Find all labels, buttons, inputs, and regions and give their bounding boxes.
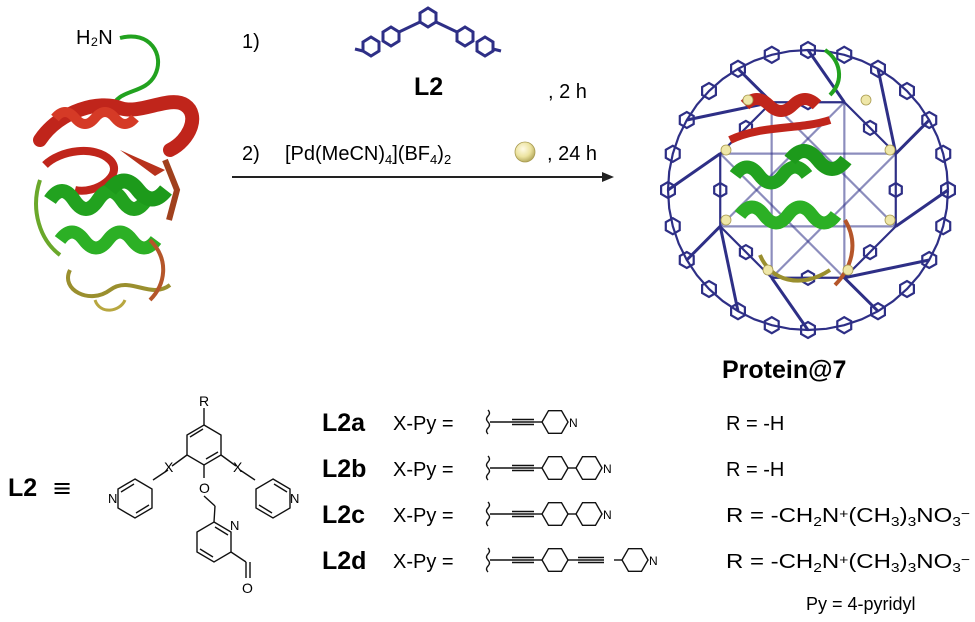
n-right: N bbox=[290, 491, 299, 506]
pyridyl-n: N bbox=[603, 508, 612, 522]
ligand-name: L2c bbox=[322, 501, 365, 529]
xpy-structure bbox=[485, 409, 569, 435]
equiv-sign: ≡ bbox=[52, 474, 72, 502]
pd-node-icon bbox=[742, 94, 754, 106]
xpy-label: X-Py = bbox=[393, 413, 454, 435]
pd-sphere-icon bbox=[514, 141, 536, 163]
xpy-structure bbox=[485, 501, 603, 527]
l2-ligand-mini bbox=[354, 6, 502, 58]
pd-node-icon bbox=[884, 214, 896, 226]
ligand-row: L2b X-Py = N R = -H bbox=[322, 455, 784, 483]
xpy-label: X-Py = bbox=[393, 459, 454, 481]
xpy-structure bbox=[485, 455, 603, 481]
l2-structure bbox=[117, 408, 291, 578]
ligand-name: L2a bbox=[322, 409, 366, 437]
r-group-text: R = -H bbox=[726, 459, 784, 481]
ligand-row: L2a X-Py = N R = -H bbox=[322, 409, 784, 437]
pd-node-icon bbox=[884, 144, 896, 156]
footnote: Py = 4-pyridyl bbox=[806, 594, 916, 614]
x-right: X bbox=[233, 459, 243, 475]
o-aldehyde: O bbox=[242, 580, 253, 596]
pd-node-icon bbox=[860, 94, 872, 106]
pd-node-icon bbox=[720, 144, 732, 156]
step1-number: 1) bbox=[242, 31, 260, 53]
encapsulated-protein bbox=[728, 48, 855, 287]
n-pyridine: N bbox=[230, 518, 239, 533]
xpy-label: X-Py = bbox=[393, 551, 454, 573]
o-ether: O bbox=[199, 480, 210, 496]
step2-number: 2) bbox=[242, 143, 260, 165]
step2-time: , 24 h bbox=[547, 143, 597, 165]
amine-label: H₂N bbox=[76, 27, 113, 49]
x-left: X bbox=[164, 459, 174, 475]
protein-ribbon bbox=[33, 34, 200, 312]
ligand-label: L2 bbox=[8, 474, 37, 502]
cage-assembly bbox=[659, 40, 957, 340]
ligand-name: L2d bbox=[322, 547, 366, 575]
pyridyl-n: N bbox=[649, 554, 658, 568]
xpy-structure bbox=[485, 547, 649, 573]
pd-node-icon bbox=[842, 264, 854, 276]
step1-reagent: L2 bbox=[414, 73, 443, 101]
r-group-text: R = -H bbox=[726, 413, 784, 435]
arrowhead-icon bbox=[602, 172, 614, 182]
step2-reagent: [Pd(MeCN)4](BF4)2 bbox=[285, 143, 451, 167]
ligand-name: L2b bbox=[322, 455, 366, 483]
pyridyl-n: N bbox=[569, 416, 578, 430]
pyridyl-n: N bbox=[603, 462, 612, 476]
step1-time: , 2 h bbox=[548, 81, 587, 103]
xpy-label: X-Py = bbox=[393, 505, 454, 527]
n-left: N bbox=[108, 491, 117, 506]
r-substituent: R bbox=[199, 393, 209, 409]
pd-node-icon bbox=[762, 264, 774, 276]
product-label: Protein@7 bbox=[722, 356, 846, 384]
pd-node-icon bbox=[720, 214, 732, 226]
